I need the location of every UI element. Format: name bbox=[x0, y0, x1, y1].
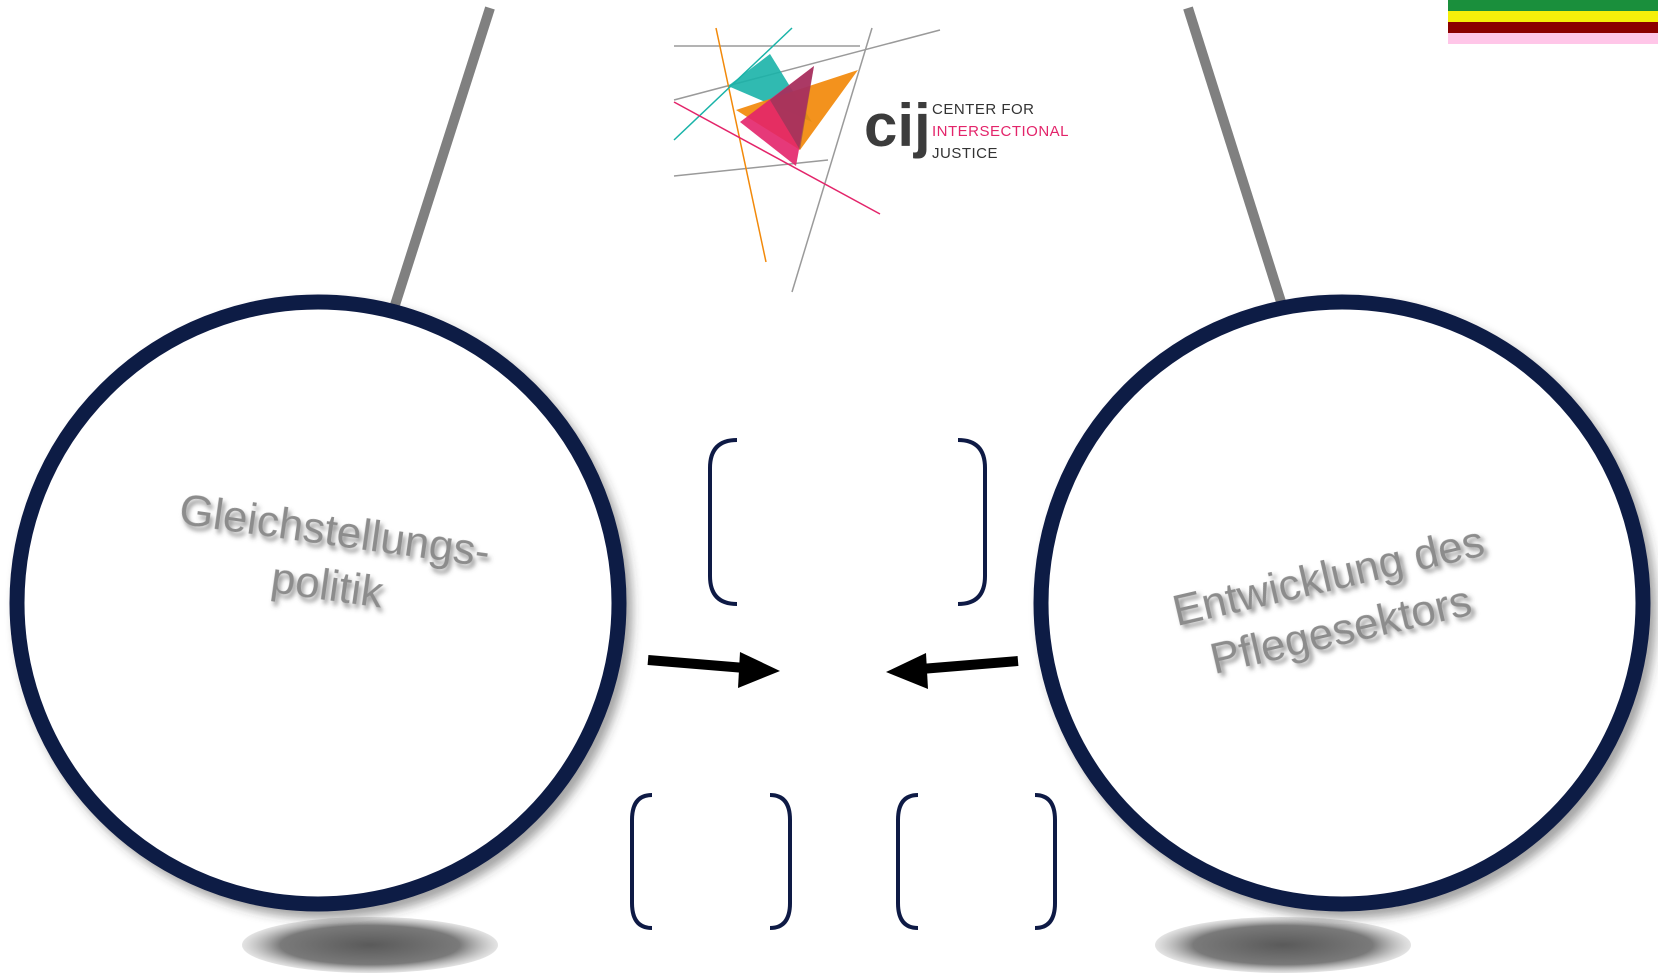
right-circle bbox=[1033, 294, 1651, 912]
flag-stripe-green bbox=[1448, 0, 1658, 11]
bottom-left-bracket-left bbox=[630, 793, 653, 930]
right-ground-shadow bbox=[1155, 917, 1411, 973]
top-bracket-left bbox=[708, 438, 738, 606]
flag-stripes bbox=[1448, 0, 1658, 55]
bottom-right-bracket-right bbox=[1034, 793, 1057, 930]
logo-lines-graphic bbox=[673, 27, 941, 293]
logo-line3: JUSTICE bbox=[932, 145, 998, 162]
top-bracket-right bbox=[957, 438, 987, 606]
bottom-left-bracket-right bbox=[769, 793, 792, 930]
flag-stripe-yellow bbox=[1448, 11, 1658, 22]
left-circle bbox=[9, 294, 627, 912]
right-rod bbox=[1183, 6, 1287, 307]
right-arrow bbox=[886, 653, 1019, 689]
bottom-right-bracket-left bbox=[896, 793, 919, 930]
left-rod bbox=[390, 6, 495, 307]
cij-logo: cij CENTER FOR INTERSECTIONAL JUSTICE bbox=[673, 27, 1069, 293]
logo-line1: CENTER FOR bbox=[932, 101, 1035, 118]
left-arrow bbox=[647, 652, 780, 688]
logo-mark: cij bbox=[864, 92, 931, 159]
flag-stripe-darkred bbox=[1448, 22, 1658, 33]
left-ground-shadow bbox=[242, 917, 498, 973]
logo-line2: INTERSECTIONAL bbox=[932, 123, 1069, 140]
flag-stripe-pink bbox=[1448, 33, 1658, 44]
